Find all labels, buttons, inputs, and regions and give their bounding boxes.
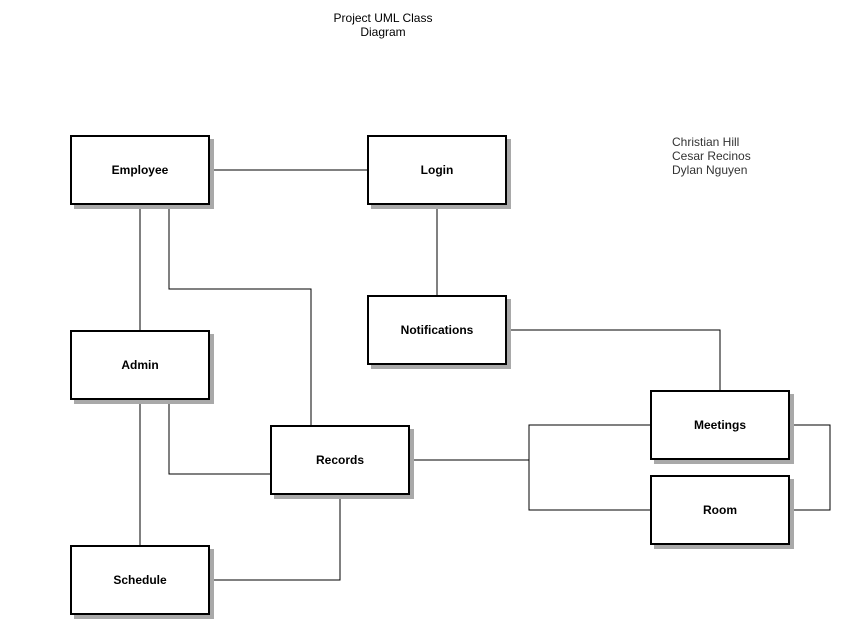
diagram-title-line-2: Diagram bbox=[360, 25, 406, 39]
author-list: Christian Hill Cesar Recinos Dylan Nguye… bbox=[672, 135, 751, 177]
class-box-login[interactable]: Login bbox=[367, 135, 507, 205]
author-3: Dylan Nguyen bbox=[672, 163, 748, 177]
diagram-title-line-1: Project UML Class bbox=[333, 11, 433, 25]
connector-employee-records bbox=[168, 205, 312, 425]
class-box-records[interactable]: Records bbox=[270, 425, 410, 495]
connector-records-room bbox=[528, 460, 650, 511]
class-box-meetings[interactable]: Meetings bbox=[650, 390, 790, 460]
author-2: Cesar Recinos bbox=[672, 149, 751, 163]
class-label-login: Login bbox=[420, 163, 454, 177]
class-box-room[interactable]: Room bbox=[650, 475, 790, 545]
class-label-employee: Employee bbox=[111, 163, 169, 177]
class-label-meetings: Meetings bbox=[693, 418, 746, 432]
class-box-notifications[interactable]: Notifications bbox=[367, 295, 507, 365]
connector-admin-records bbox=[168, 400, 270, 475]
class-label-records: Records bbox=[315, 453, 365, 467]
class-label-schedule: Schedule bbox=[113, 573, 167, 587]
connector-records-meetings bbox=[410, 424, 650, 461]
class-label-room: Room bbox=[703, 503, 737, 517]
connector-notifications-meetings bbox=[507, 329, 721, 390]
connector-schedule-records bbox=[210, 495, 341, 581]
class-box-admin[interactable]: Admin bbox=[70, 330, 210, 400]
class-label-admin: Admin bbox=[121, 358, 159, 372]
diagram-title: Project UML Class Diagram bbox=[300, 11, 466, 39]
class-label-notifications: Notifications bbox=[400, 323, 474, 337]
connector-meetings-room bbox=[790, 424, 831, 511]
class-box-employee[interactable]: Employee bbox=[70, 135, 210, 205]
author-1: Christian Hill bbox=[672, 135, 740, 149]
class-box-schedule[interactable]: Schedule bbox=[70, 545, 210, 615]
